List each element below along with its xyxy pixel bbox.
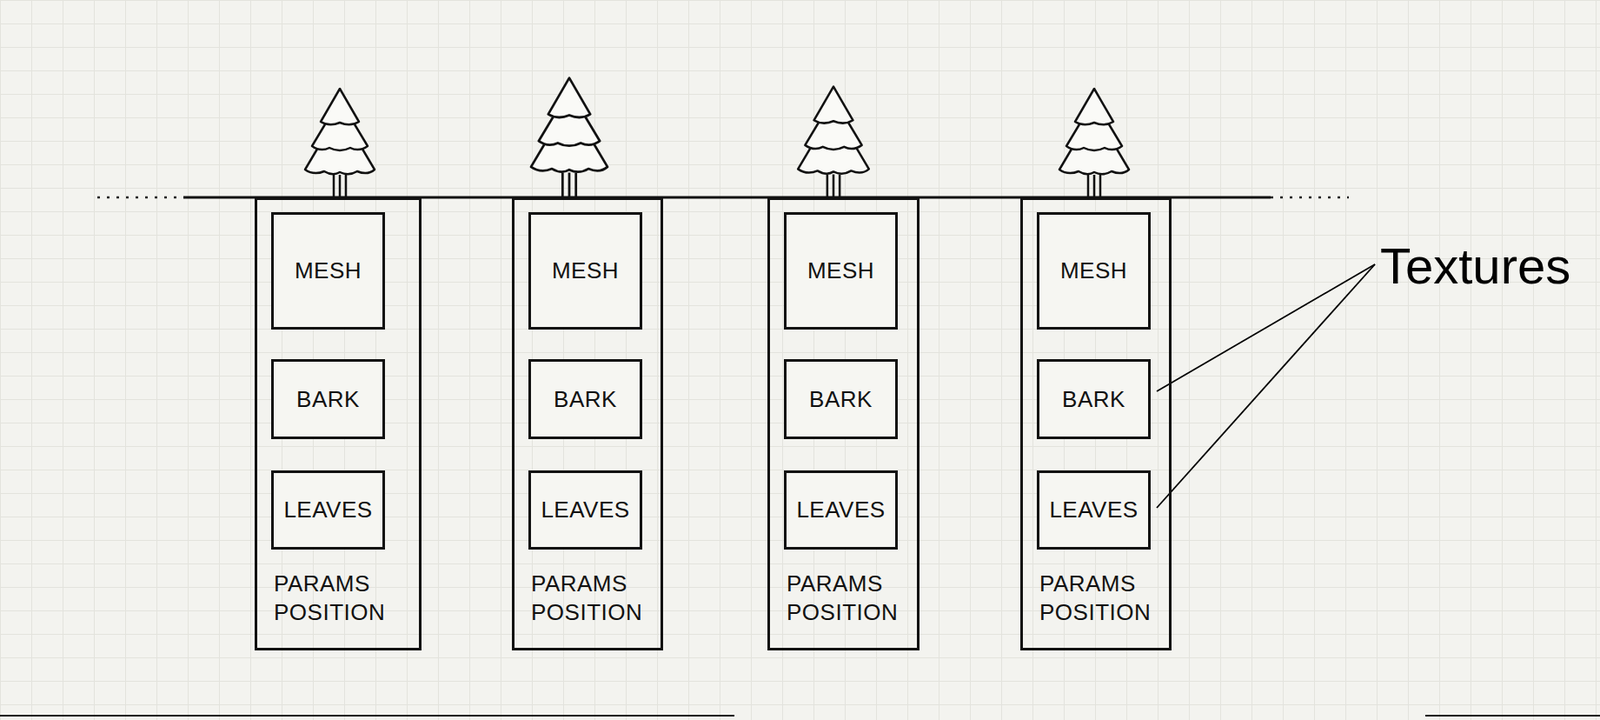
resource-box: LEAVES — [1036, 470, 1151, 550]
resource-name: MESH — [807, 257, 875, 285]
tree-icon — [797, 86, 870, 197]
resource-box: BARK — [528, 358, 643, 439]
tree-instance-box: PARAMS POSITION MESH BARK LEAVES — [1020, 197, 1172, 651]
resource-box: LEAVES — [783, 470, 898, 550]
resource-box: LEAVES — [528, 470, 643, 550]
field-text: PARAMS POSITION — [1039, 569, 1169, 627]
ground-dots — [1270, 196, 1349, 200]
resource-name: BARK — [296, 385, 360, 413]
resource-name: MESH — [1060, 257, 1128, 285]
callout-label: Textures — [1380, 236, 1571, 295]
leader-line — [1156, 264, 1375, 508]
resource-name: MESH — [551, 257, 619, 285]
resource-box: MESH — [783, 212, 898, 330]
tree-icon — [531, 78, 608, 197]
resource-name: BARK — [1062, 385, 1126, 413]
resource-name: LEAVES — [1048, 496, 1138, 524]
resource-name: MESH — [294, 257, 362, 285]
resource-name: LEAVES — [283, 496, 372, 524]
ground-dots — [97, 196, 184, 200]
leader-line — [1156, 264, 1375, 392]
resource-box: BARK — [271, 358, 386, 439]
resource-box: BARK — [783, 358, 898, 439]
field-text: PARAMS POSITION — [531, 569, 661, 627]
tree-instance-box: PARAMS POSITION MESH BARK LEAVES — [767, 197, 920, 651]
resource-name: LEAVES — [796, 496, 885, 524]
field-text: PARAMS POSITION — [786, 569, 917, 627]
resource-box: MESH — [528, 212, 643, 330]
field-text: PARAMS POSITION — [273, 569, 413, 627]
resource-name: BARK — [809, 385, 873, 413]
tree-instance-box: PARAMS POSITION MESH BARK LEAVES — [511, 197, 664, 651]
tree-icon — [305, 88, 375, 197]
tree-icon — [1059, 88, 1129, 197]
page-edge — [1425, 714, 1600, 717]
resource-box: BARK — [1036, 358, 1151, 439]
page-edge — [0, 714, 735, 717]
resource-box: MESH — [271, 212, 386, 330]
resource-box: LEAVES — [271, 470, 386, 550]
resource-name: LEAVES — [540, 496, 630, 524]
resource-box: MESH — [1036, 212, 1151, 330]
resource-name: BARK — [553, 385, 618, 413]
tree-instance-box: PARAMS POSITION MESH BARK LEAVES — [254, 197, 422, 651]
